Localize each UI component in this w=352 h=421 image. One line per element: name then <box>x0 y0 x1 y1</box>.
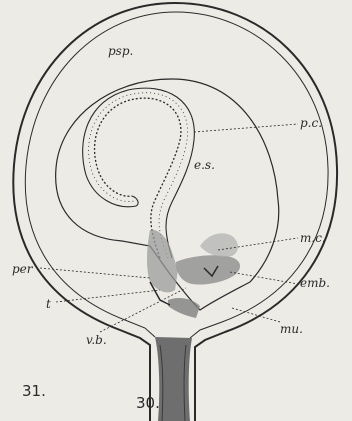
label-t: t <box>46 297 51 311</box>
label-mc: m.c. <box>300 231 326 245</box>
label-psp: psp. <box>108 44 133 58</box>
label-vb: v.b. <box>86 333 107 347</box>
label-per: per <box>12 262 33 276</box>
stalk <box>155 337 192 421</box>
label-mu: mu. <box>280 322 303 336</box>
coiled-cavity <box>83 88 195 258</box>
label-es: e.s. <box>194 158 215 172</box>
figure-number-30: 30. <box>136 394 160 412</box>
figure-number-31: 31. <box>22 382 46 400</box>
embryo-shading <box>147 230 240 318</box>
label-emb: emb. <box>300 276 330 290</box>
label-pc: p.c. <box>300 116 322 130</box>
